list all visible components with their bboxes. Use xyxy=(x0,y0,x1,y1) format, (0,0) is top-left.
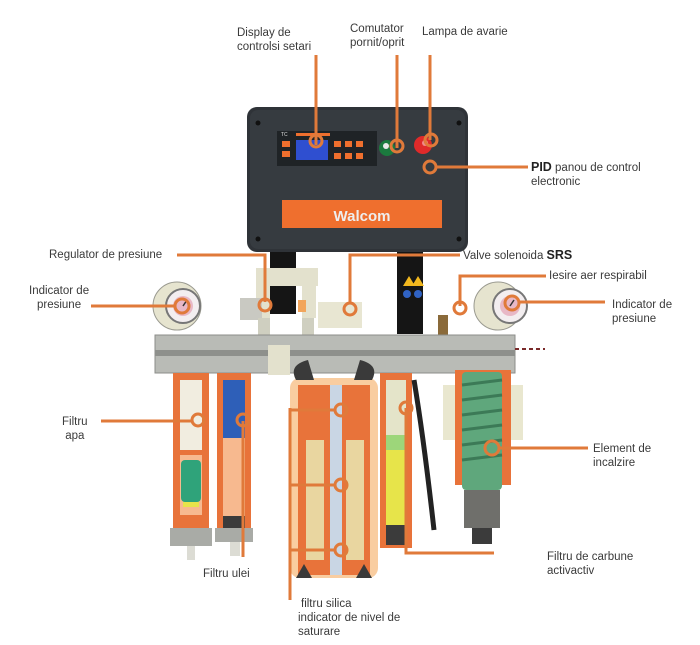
label-line: Filtru de carbune xyxy=(547,551,634,563)
label-line: Display de xyxy=(237,27,291,39)
label-bold: PID xyxy=(531,160,552,174)
brand-logo: Walcom xyxy=(334,208,391,225)
label-line: Element de xyxy=(593,443,652,455)
label-lamp: Lampa de avarie xyxy=(422,25,508,39)
label-bold: SRS xyxy=(546,248,573,262)
label-gauge-left: Indicator de presiune xyxy=(29,284,89,312)
label-switch: Comutator pornit/oprit xyxy=(350,22,404,50)
label-line: Comutator xyxy=(350,23,404,35)
display-button xyxy=(345,153,352,159)
label-line: saturare xyxy=(298,626,341,638)
display-button xyxy=(334,153,341,159)
label-line: Indicator de xyxy=(612,299,673,311)
label-line: filtru silica xyxy=(301,598,352,610)
label-line: pornit/oprit xyxy=(350,37,405,49)
label-line: Valve solenoida xyxy=(463,250,547,262)
label-line: Iesire aer respirabil xyxy=(549,270,647,282)
label-line: controlsi setari xyxy=(237,41,312,53)
label-line: electronic xyxy=(531,176,581,188)
display-button xyxy=(282,151,290,157)
display-button xyxy=(356,153,363,159)
display-button xyxy=(345,141,352,147)
display-button xyxy=(356,141,363,147)
label-line: presiune xyxy=(612,313,657,325)
label-silica: filtru silica indicator de nivel de satu… xyxy=(298,597,400,639)
label-line: apa xyxy=(65,430,85,442)
label-display: Display de controlsi setari xyxy=(237,26,311,54)
label-line: Indicator de xyxy=(29,285,90,297)
label-carbon: Filtru de carbune activactiv xyxy=(547,550,633,578)
warning-icons xyxy=(403,276,424,298)
pid-control-panel xyxy=(247,107,468,252)
right-pressure-gauge xyxy=(473,281,528,331)
manifold xyxy=(154,334,545,375)
label-line: activactiv xyxy=(547,565,595,577)
control-display xyxy=(277,131,377,166)
label-solenoid: Valve solenoida SRS xyxy=(463,248,572,263)
label-outlet: Iesire aer respirabil xyxy=(549,269,647,283)
heating-element xyxy=(443,370,523,544)
display-button xyxy=(334,141,341,147)
label-line: panou de control xyxy=(551,162,641,174)
display-caption: TC xyxy=(281,132,288,138)
label-line: Filtru xyxy=(62,416,88,428)
label-oil-filter: Filtru ulei xyxy=(203,567,250,581)
label-line: Filtru ulei xyxy=(203,568,250,580)
label-line: incalzire xyxy=(593,457,636,469)
label-line: presiune xyxy=(36,299,82,311)
callout-lines xyxy=(91,55,605,600)
silica-filter xyxy=(290,360,378,578)
label-line: Lampa de avarie xyxy=(422,26,508,38)
outlet-valve xyxy=(438,315,448,339)
display-button xyxy=(282,141,290,147)
label-line: indicator de nivel de xyxy=(298,612,401,624)
label-pid: PID panou de control electronic xyxy=(531,160,641,189)
water-filter xyxy=(170,373,212,560)
brand-bar xyxy=(282,200,442,228)
oil-filter xyxy=(215,373,253,556)
label-gauge-right: Indicator de presiune xyxy=(612,298,672,326)
label-line: Regulator de presiune xyxy=(49,249,163,261)
label-regulator: Regulator de presiune xyxy=(49,248,162,262)
label-water-filter: Filtru apa xyxy=(62,415,88,443)
label-heater: Element de incalzire xyxy=(593,442,651,470)
